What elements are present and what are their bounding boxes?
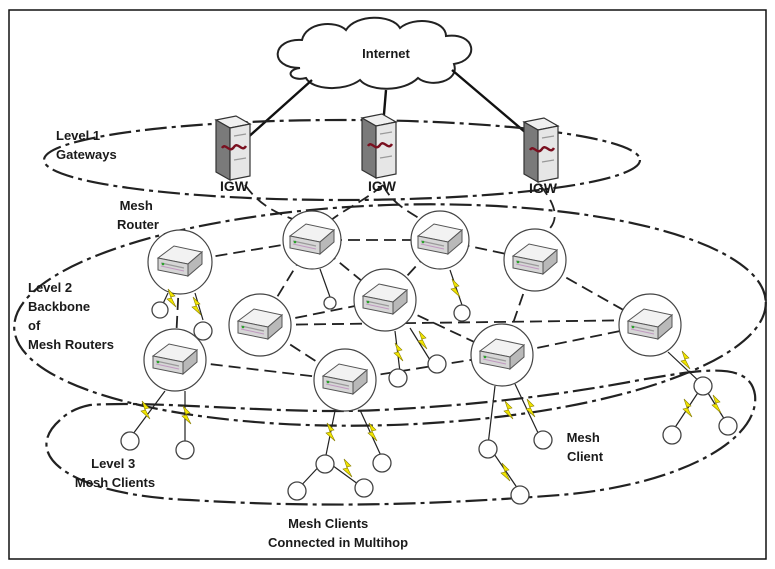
gateway-server-3 [522, 116, 560, 184]
diagram-border [8, 9, 767, 560]
level2-line4: Mesh Routers [28, 337, 114, 352]
multihop-line1: Mesh Clients [288, 516, 368, 531]
gateway-server-2 [360, 112, 398, 180]
internet-cloud [276, 16, 473, 90]
multihop-label: Mesh Clients Connected in Multihop [268, 516, 408, 550]
mesh-clients [120, 296, 738, 505]
gateway-label-2: IGW [368, 178, 397, 194]
client-14 [533, 430, 553, 450]
level1-line2: Gateways [56, 147, 117, 162]
mesh-router-7 [618, 293, 682, 357]
level1-line1: Level 1 [56, 128, 100, 143]
level1-label: Level 1 Gateways [56, 128, 117, 162]
mesh-client-line1: Mesh [567, 430, 600, 445]
mesh-router-line2: Router [117, 217, 159, 232]
level3-line1: Level 3 [91, 456, 135, 471]
level1-ring [42, 118, 642, 202]
mesh-router-4 [503, 228, 567, 292]
level3-label: Level 3 Mesh Clients [75, 456, 155, 490]
client-10 [372, 453, 392, 473]
client-9 [315, 454, 335, 474]
level2-ring [13, 203, 767, 427]
client-7 [120, 431, 140, 451]
mesh-router-label: Mesh Router [117, 198, 159, 232]
level2-line3: of [28, 318, 41, 333]
level2-label: Level 2 Backbone of Mesh Routers [28, 280, 114, 352]
gateway-server-1 [214, 114, 252, 182]
mesh-router-5 [228, 293, 292, 357]
client-16 [693, 376, 713, 396]
mesh-router-9 [313, 348, 377, 412]
gateway-label-3: IGW [529, 180, 558, 196]
client-8 [175, 440, 195, 460]
internet-label: Internet [362, 46, 410, 61]
client-18 [718, 416, 738, 436]
client-13 [478, 439, 498, 459]
level2-line2: Backbone [28, 299, 90, 314]
client-4 [453, 304, 471, 322]
gateway-label-1: IGW [220, 178, 249, 194]
level3-ring [45, 369, 757, 506]
mesh-router-1 [147, 229, 213, 295]
mesh-router-10 [470, 323, 534, 387]
client-2 [193, 321, 213, 341]
mesh-router-line1: Mesh [120, 198, 153, 213]
mesh-client-label: Mesh Client [567, 430, 604, 464]
client-17 [662, 425, 682, 445]
mesh-router-2 [282, 210, 342, 270]
mesh-router-6 [353, 268, 417, 332]
level3-line2: Mesh Clients [75, 475, 155, 490]
mesh-client-line2: Client [567, 449, 604, 464]
mesh-router-3 [410, 210, 470, 270]
client-5 [388, 368, 408, 388]
client-15 [510, 485, 530, 505]
mesh-router-8 [143, 328, 207, 392]
client-12 [354, 478, 374, 498]
client-3 [323, 296, 337, 310]
client-11 [287, 481, 307, 501]
client-6 [427, 354, 447, 374]
client-1 [151, 301, 169, 319]
level2-line1: Level 2 [28, 280, 72, 295]
multihop-line2: Connected in Multihop [268, 535, 408, 550]
